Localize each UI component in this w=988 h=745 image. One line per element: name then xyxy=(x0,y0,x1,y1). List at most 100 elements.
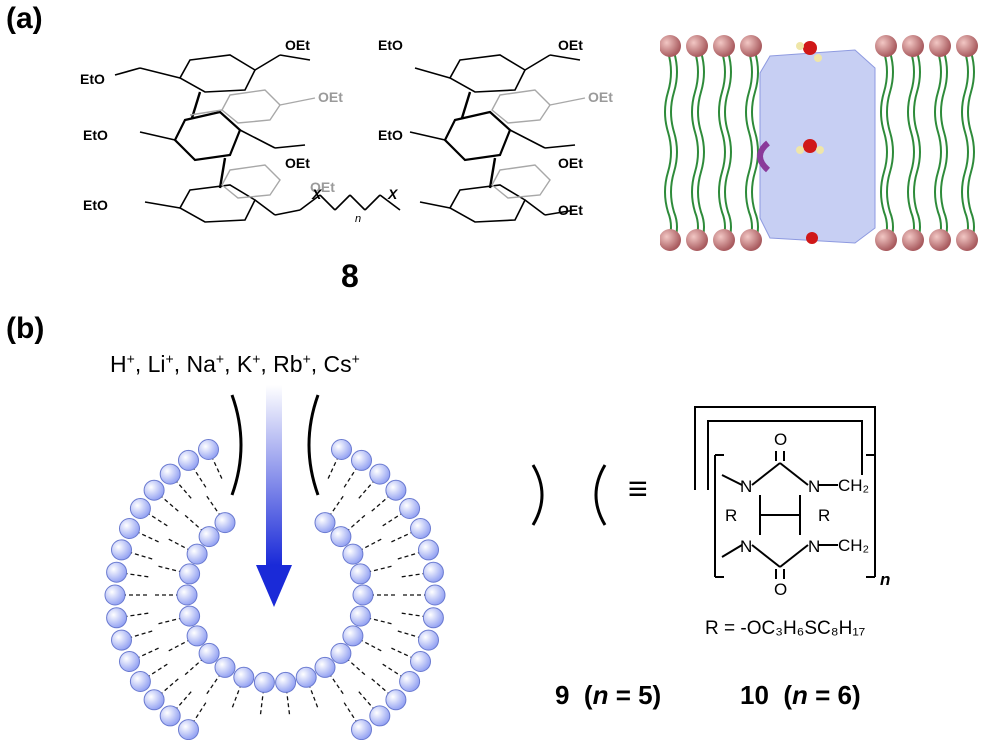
lipid-tail xyxy=(961,51,969,243)
vesicle-lipid-tail xyxy=(116,612,151,619)
lipid-head xyxy=(686,229,708,251)
lipid-tail xyxy=(934,51,942,243)
vesicle-lipid-head xyxy=(198,526,220,548)
ch2-label: CH₂ xyxy=(838,536,869,555)
vesicle-lipid-head xyxy=(424,584,446,606)
vesicle-lipid-tail xyxy=(156,615,190,625)
lipid-tail xyxy=(967,51,975,243)
vesicle-lipid-tail xyxy=(357,689,381,717)
vesicle-lipid-tail xyxy=(183,652,210,677)
vesicle-lipid-tail xyxy=(166,635,198,653)
ester-label: OEt xyxy=(558,202,583,218)
vesicle-lipid-head xyxy=(399,671,421,692)
vesicle-lipid-head xyxy=(176,584,198,606)
ester-label: OEt xyxy=(285,37,310,53)
vesicle-lipid-head xyxy=(352,584,374,606)
lipid-tail xyxy=(940,51,948,243)
lipid-tail xyxy=(913,51,921,243)
vesicle-lipid-tail xyxy=(395,629,429,641)
lipid-tail xyxy=(670,51,678,243)
vesicle-lipid-head xyxy=(422,561,444,583)
vesicle-lipid-tail xyxy=(207,449,224,481)
vesicle-lipid-head xyxy=(214,512,236,534)
vesicle-lipid-tail xyxy=(340,513,367,538)
ester-label: EtO xyxy=(83,197,108,213)
lipid-head xyxy=(740,35,762,57)
vesicle-lipid-head xyxy=(275,671,297,693)
vesicle-lipid-tail xyxy=(352,537,384,555)
macrocycle-structure: O O N N N N R R CH₂ CH₂ n xyxy=(694,406,890,595)
ester-label: OEt xyxy=(588,89,613,105)
vesicle-lipid-tail xyxy=(140,507,170,528)
ion-list: H+, Li+, Na+, K+, Rb+, Cs+ xyxy=(110,350,360,377)
vesicle-lipid-tail xyxy=(340,652,367,677)
vesicle-lipid-tail xyxy=(360,615,394,625)
vesicle-lipid-head xyxy=(129,498,151,519)
vesicle-lipid-tail xyxy=(352,635,384,653)
ion: H+ xyxy=(110,350,135,377)
vesicle-lipid-head xyxy=(330,526,352,548)
ester-label: EtO xyxy=(378,37,403,53)
vesicle-lipid-tail xyxy=(395,549,429,561)
lipid-tail xyxy=(886,51,894,243)
vesicle-lipid-head xyxy=(129,671,151,692)
vesicle-lipid-tail xyxy=(369,677,397,701)
ester-label: OEt xyxy=(310,179,335,195)
vesicle-lipid-tail xyxy=(380,662,410,683)
vesicle-lipid-head xyxy=(342,625,364,647)
equivalence-symbol: ≡ xyxy=(628,470,648,508)
vesicle-lipid-head xyxy=(418,539,439,561)
vesicle-lipid-head xyxy=(186,625,208,647)
vesicle-lipid-head xyxy=(106,561,128,583)
lipid-head xyxy=(713,35,735,57)
vesicle-lipid-head xyxy=(119,651,140,672)
vesicle-lipid-head xyxy=(385,689,407,711)
vesicle-lipid-head xyxy=(314,512,336,534)
vesicle-lipid-tail xyxy=(205,494,226,523)
r-definition: R = -OC₃H₆SC₈H₁₇ xyxy=(705,618,866,639)
vesicle-lipid-head xyxy=(385,479,407,501)
lipid-head xyxy=(713,229,735,251)
vesicle-lipid-tail xyxy=(153,489,181,513)
vesicle-lipid-tail xyxy=(380,507,410,528)
lipid-tail xyxy=(691,51,699,243)
lipid-tail xyxy=(907,51,915,243)
vesicle-lipid-head xyxy=(104,584,126,606)
lipid-tail xyxy=(751,51,759,243)
compound-8-number: 8 xyxy=(341,258,359,294)
vesicle-lipid-head xyxy=(214,656,236,678)
vesicle-lipid-tail xyxy=(305,677,319,710)
vesicle-lipid-tail xyxy=(326,449,343,481)
vesicle-lipid-tail xyxy=(259,682,266,717)
lipid-tail xyxy=(664,51,672,243)
panel-a-label: (a) xyxy=(6,2,43,35)
vesicle-lipid-tail xyxy=(187,700,208,730)
vesicle-lipid-tail xyxy=(129,646,161,663)
vesicle-lipid-tail xyxy=(129,527,161,544)
vesicle-lipid-head xyxy=(253,671,275,693)
nitrogen-label: N xyxy=(740,537,752,556)
membrane-channel-image xyxy=(660,35,978,251)
lipid-tail xyxy=(745,51,753,243)
vesicle-lipid-head xyxy=(111,629,132,651)
vesicle-lipid-tail xyxy=(121,629,155,641)
vesicle-lipid-tail xyxy=(357,473,381,501)
vesicle-lipid-head xyxy=(198,439,219,460)
nitrogen-label: N xyxy=(808,477,820,496)
vesicle-lipid-head xyxy=(179,605,201,627)
oxygen-label: O xyxy=(774,580,787,595)
vesicle-lipid-head xyxy=(331,439,352,460)
vesicle-lipid-head xyxy=(106,607,128,629)
vesicle-lipid-head xyxy=(143,479,165,501)
vesicle-lipid-tail xyxy=(205,667,226,696)
vesicle-lipid-tail xyxy=(342,460,363,490)
vesicle-lipid-head xyxy=(418,629,439,651)
r-group-label: R xyxy=(725,506,737,525)
vesicle-lipid-head xyxy=(143,689,165,711)
linker-x-label: X xyxy=(387,186,399,202)
lipid-head xyxy=(929,35,951,57)
ion: Cs+ xyxy=(323,350,360,377)
ch2-label: CH₂ xyxy=(838,476,869,495)
vesicle-lipid-tail xyxy=(140,662,170,683)
vesicle-lipid-head xyxy=(198,642,220,664)
